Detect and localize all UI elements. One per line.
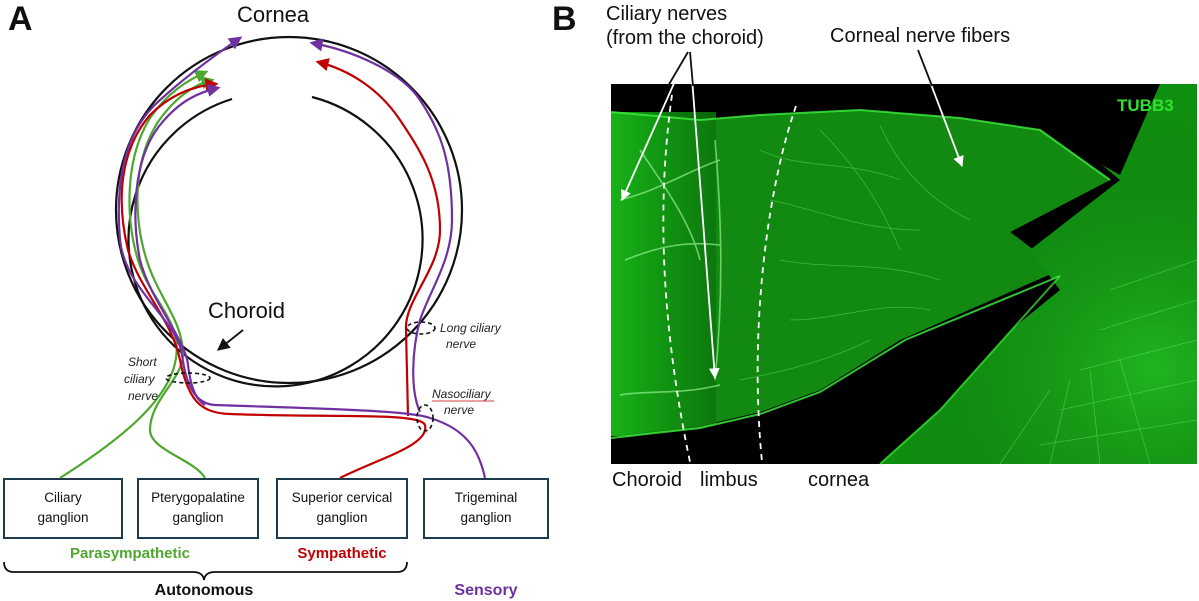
corneal-arrow-stem xyxy=(917,49,933,87)
trigeminal-ganglion-line2: ganglion xyxy=(460,510,511,525)
panel-b-letter: B xyxy=(552,0,577,38)
parasympathetic-nerves xyxy=(59,70,215,479)
cornea-region-label: cornea xyxy=(808,469,870,491)
choroid-limbus-boundary xyxy=(662,94,691,463)
ciliary-arrow-stem-1 xyxy=(667,51,689,87)
pterygopalatine-ganglion-line1: Pterygopalatine xyxy=(151,490,245,505)
corneal-fibers-label: Corneal nerve fibers xyxy=(830,25,1010,47)
sensory-nerves xyxy=(117,36,487,479)
cornea-label: Cornea xyxy=(237,2,310,27)
ganglion-pterygopalatine: Pterygopalatine ganglion xyxy=(137,478,259,539)
long-ciliary-ring xyxy=(406,321,436,335)
ciliary-arrow-1 xyxy=(621,51,689,201)
panel-a-letter: A xyxy=(8,0,33,38)
micrograph: TUBB3 xyxy=(610,49,1198,465)
trigeminal-ganglion-line1: Trigeminal xyxy=(455,490,518,505)
long-ciliary-label-1: Long ciliary xyxy=(440,321,502,335)
ciliary-arrow-2 xyxy=(689,51,720,380)
choroid-arrow xyxy=(217,329,244,351)
sympathetic-nerves xyxy=(120,58,442,479)
ciliary-nerves-label-2: (from the choroid) xyxy=(606,27,764,49)
short-ciliary-label-1: Short xyxy=(128,355,157,369)
ganglion-superior-cervical: Superior cervical ganglion xyxy=(276,478,408,539)
short-ciliary-label-3: nerve xyxy=(128,389,158,403)
nasociliary-ring xyxy=(416,404,434,432)
limbus-cornea-boundary xyxy=(756,105,797,463)
short-ciliary-ring xyxy=(165,372,211,384)
superior-cervical-ganglion-line2: ganglion xyxy=(316,510,367,525)
ganglion-trigeminal: Trigeminal ganglion xyxy=(423,478,549,539)
short-ciliary-label-2: ciliary xyxy=(124,372,156,386)
nasociliary-label-2: nerve xyxy=(444,403,474,417)
superior-cervical-ganglion-line1: Superior cervical xyxy=(292,490,393,505)
choroid-label: Choroid xyxy=(208,298,285,323)
long-ciliary-label-2: nerve xyxy=(446,337,476,351)
parasympathetic-label: Parasympathetic xyxy=(70,545,190,562)
ciliary-ganglion-line1: Ciliary xyxy=(44,490,82,505)
sensory-label: Sensory xyxy=(454,582,517,599)
ciliary-arrow-stem-2 xyxy=(689,51,694,87)
ganglion-ciliary: Ciliary ganglion xyxy=(3,478,123,539)
nasociliary-label-1: Nasociliary xyxy=(432,387,492,401)
ciliary-ganglion-line2: ganglion xyxy=(37,510,88,525)
autonomous-label: Autonomous xyxy=(155,582,254,599)
pterygopalatine-ganglion-line2: ganglion xyxy=(172,510,223,525)
choroid-region-label: Choroid xyxy=(612,469,682,491)
ciliary-nerves-label-1: Ciliary nerves xyxy=(606,3,727,25)
limbus-region-label: limbus xyxy=(700,469,758,491)
sympathetic-label: Sympathetic xyxy=(297,545,386,562)
stain-label: TUBB3 xyxy=(1117,96,1174,115)
autonomous-brace xyxy=(3,561,408,581)
